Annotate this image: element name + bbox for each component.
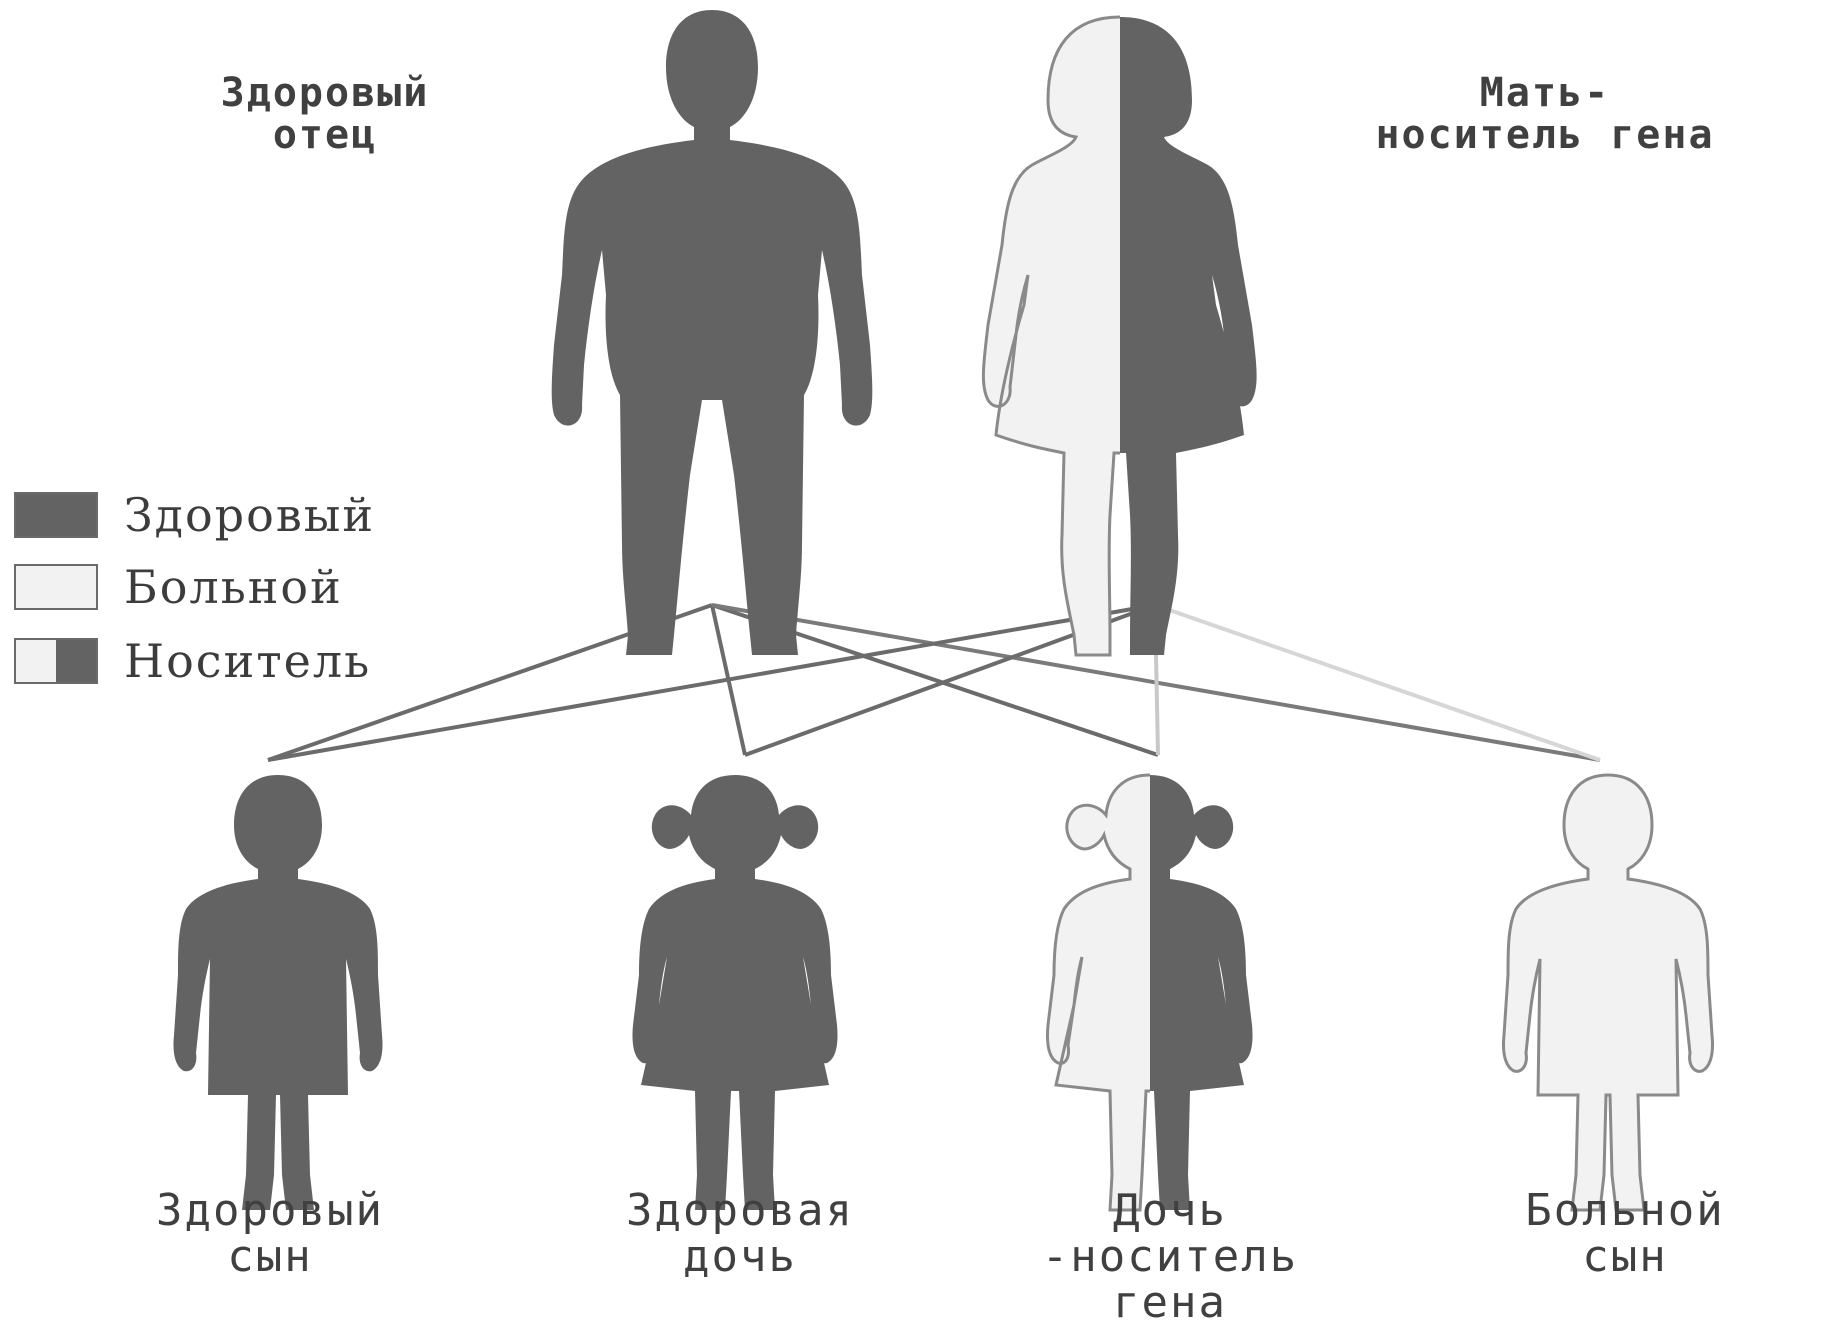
father-label: Здоровый отец bbox=[140, 72, 510, 156]
legend-item-healthy: Здоровый bbox=[14, 488, 375, 542]
mother-label: Мать- носитель гена bbox=[1280, 72, 1810, 156]
father-label-line2: отец bbox=[140, 114, 510, 156]
daughter-carrier-label-line2: -носитель bbox=[960, 1234, 1380, 1280]
inheritance-lines bbox=[268, 605, 1600, 760]
daughter-carrier-figure bbox=[1047, 775, 1252, 1210]
line-mother-son-healthy bbox=[268, 605, 1155, 760]
mother-figure bbox=[983, 17, 1256, 655]
daughter-carrier-label-line1: Дочь bbox=[960, 1188, 1380, 1234]
legend-item-sick: Больной bbox=[14, 560, 343, 614]
legend-label-healthy: Здоровый bbox=[124, 488, 375, 542]
legend-swatch-healthy bbox=[14, 492, 98, 538]
son-sick-figure bbox=[1503, 775, 1712, 1210]
son-healthy-figure bbox=[173, 775, 382, 1210]
son-sick-label: Больной сын bbox=[1460, 1188, 1790, 1280]
mother-label-line2: носитель гена bbox=[1280, 114, 1810, 156]
mother-label-line1: Мать- bbox=[1280, 72, 1810, 114]
daughter-carrier-label-line3: гена bbox=[960, 1280, 1380, 1326]
daughter-carrier-label: Дочь -носитель гена bbox=[960, 1188, 1380, 1327]
son-healthy-label-line1: Здоровый bbox=[60, 1188, 480, 1234]
father-figure bbox=[552, 10, 873, 655]
son-healthy-label-line2: сын bbox=[60, 1234, 480, 1280]
legend-swatch-sick bbox=[14, 564, 98, 610]
son-sick-label-line1: Больной bbox=[1460, 1188, 1790, 1234]
daughter-healthy-label-line2: дочь bbox=[520, 1234, 960, 1280]
legend-label-sick: Больной bbox=[124, 560, 343, 614]
son-healthy-label: Здоровый сын bbox=[60, 1188, 480, 1280]
daughter-healthy-label-line1: Здоровая bbox=[520, 1188, 960, 1234]
legend-item-carrier: Носитель bbox=[14, 634, 371, 688]
line-mother-son-sick bbox=[1155, 605, 1600, 760]
daughter-healthy-label: Здоровая дочь bbox=[520, 1188, 960, 1280]
legend-label-carrier: Носитель bbox=[124, 634, 371, 688]
father-label-line1: Здоровый bbox=[140, 72, 510, 114]
daughter-healthy-figure bbox=[632, 775, 837, 1210]
legend-swatch-carrier bbox=[14, 638, 98, 684]
son-sick-label-line2: сын bbox=[1460, 1234, 1790, 1280]
